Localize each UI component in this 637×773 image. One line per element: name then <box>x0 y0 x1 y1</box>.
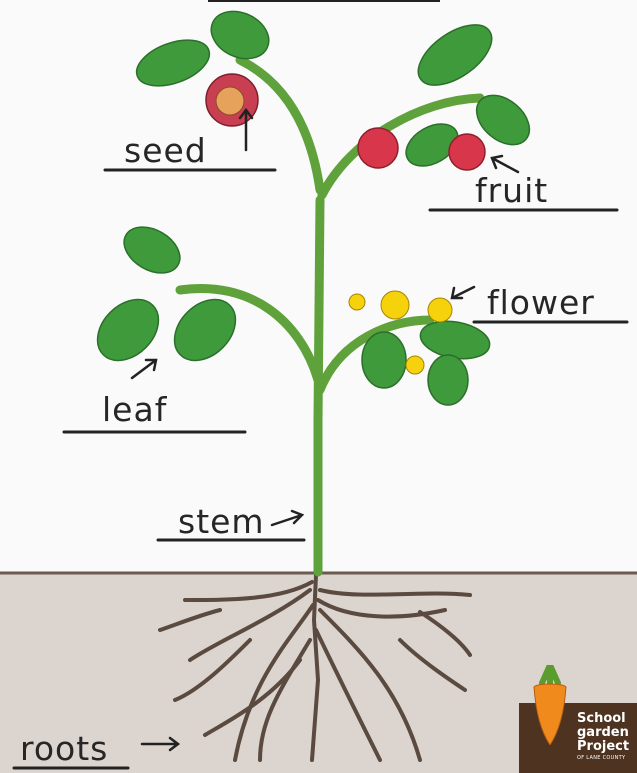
logo-text: School garden Project OF LANE COUNTY <box>577 712 629 762</box>
logo-line1: School <box>577 712 629 726</box>
label-fruit: fruit <box>475 174 548 207</box>
label-seed: seed <box>124 134 207 167</box>
label-stem: stem <box>178 505 265 538</box>
logo-line3: Project <box>577 740 629 754</box>
logo-line4: OF LANE COUNTY <box>577 754 629 762</box>
logo-line2: garden <box>577 726 629 740</box>
label-flower: flower <box>487 286 595 319</box>
label-leaf: leaf <box>102 393 167 426</box>
carrot-icon <box>530 665 570 745</box>
label-roots: roots <box>20 732 108 765</box>
leaves <box>86 2 539 405</box>
